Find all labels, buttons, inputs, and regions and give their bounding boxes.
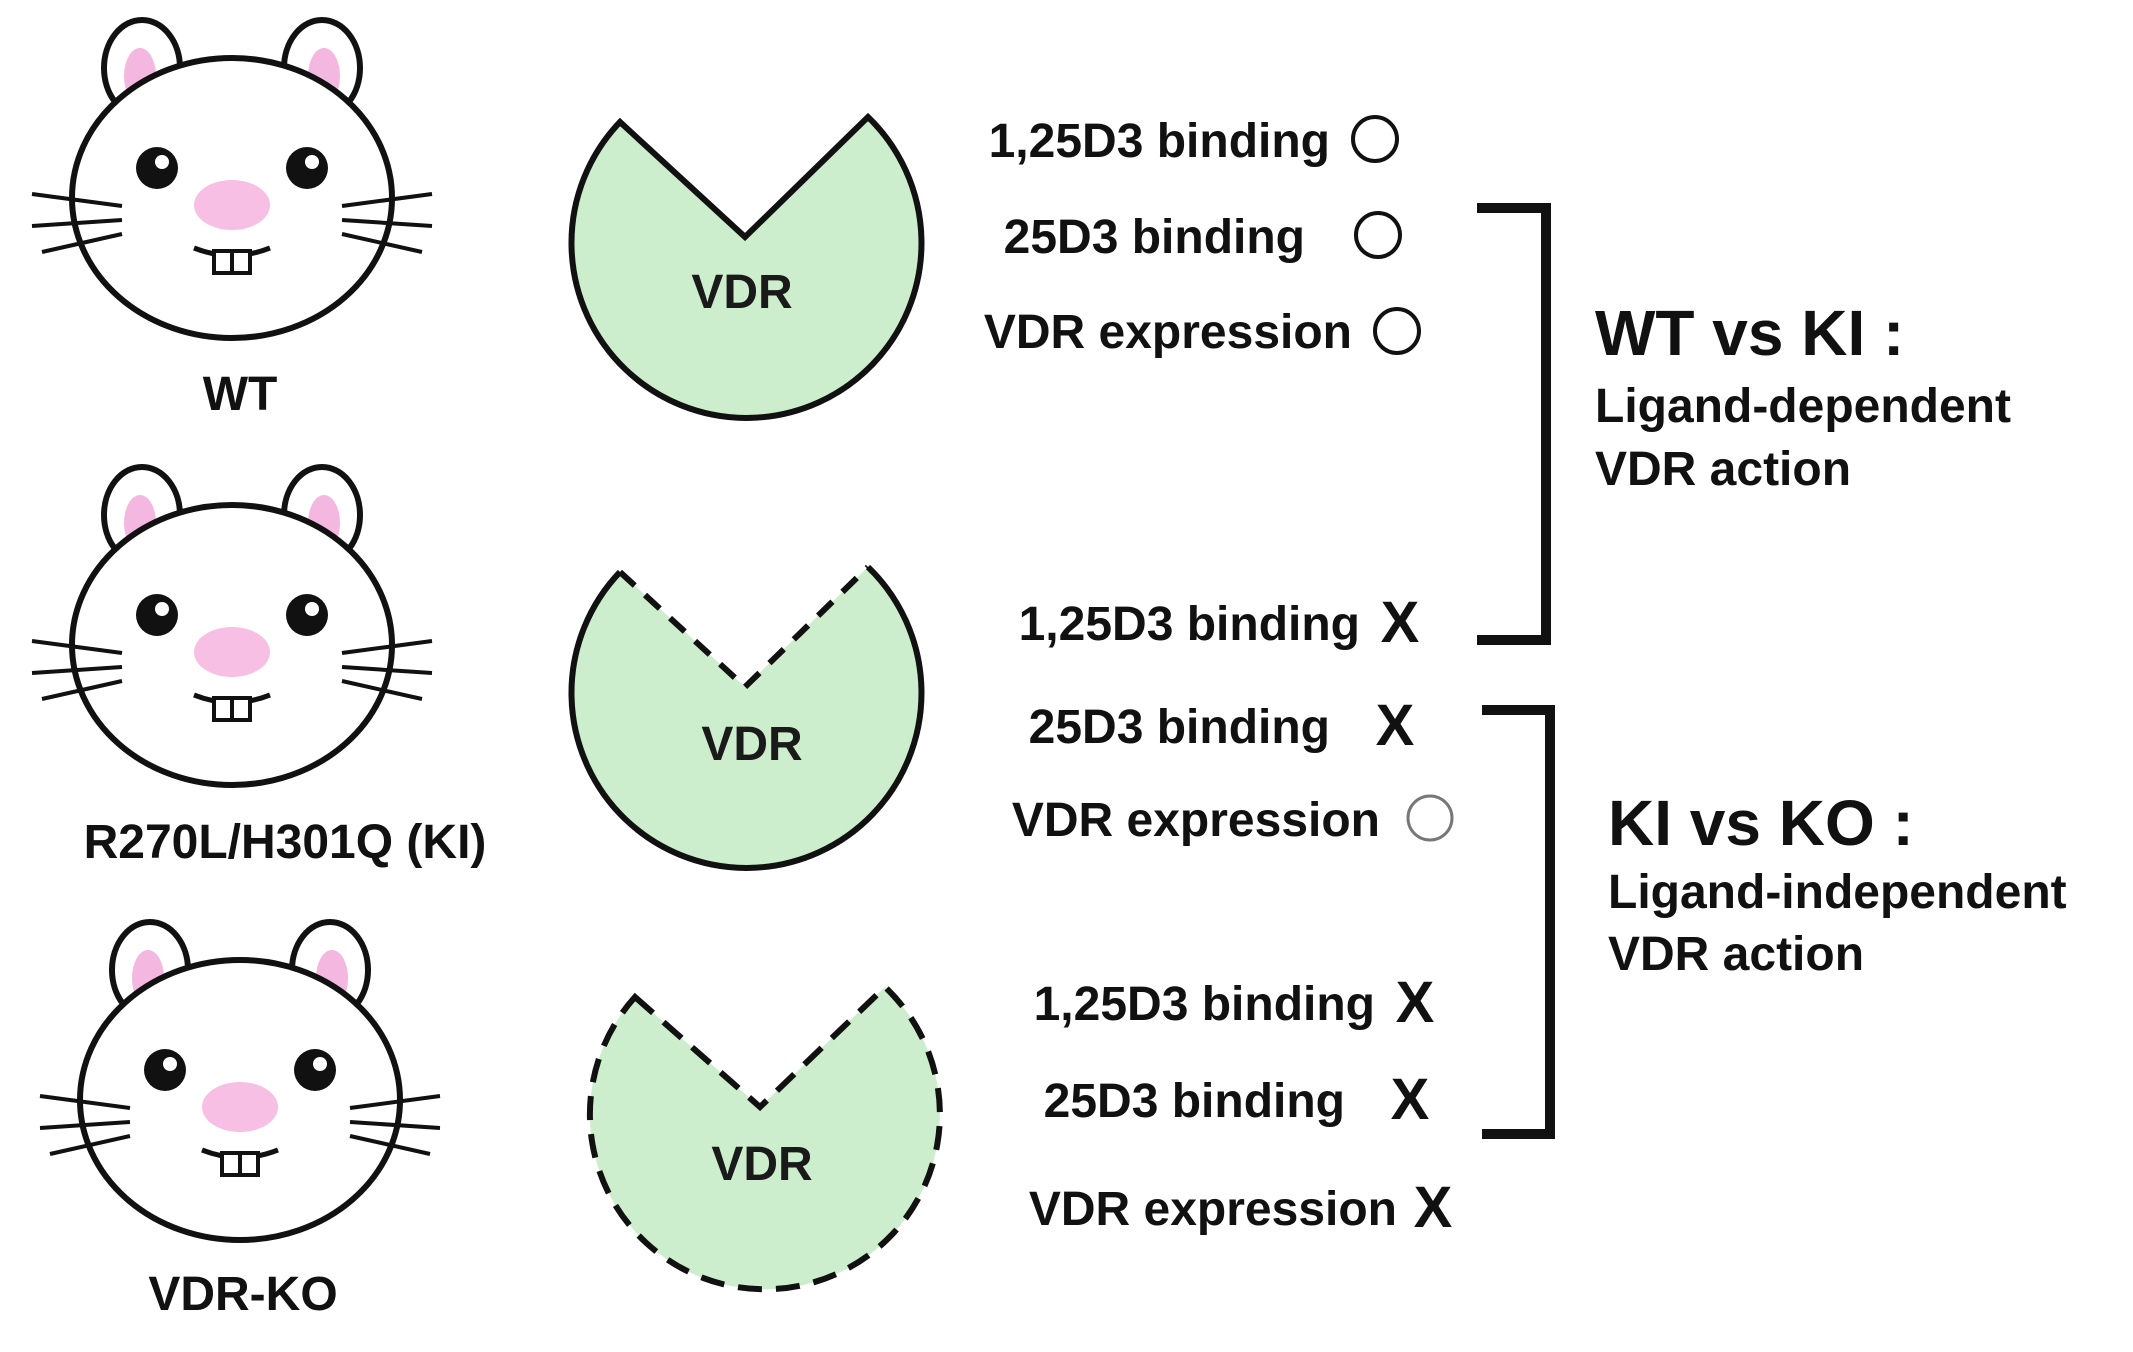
mouse-label-wt: WT bbox=[203, 368, 278, 421]
property-vdr-expression: VDR expression bbox=[1012, 794, 1380, 847]
cross-mark: X bbox=[1414, 1175, 1453, 1240]
properties-ki: 1,25D3 binding X 25D3 binding X VDR expr… bbox=[1012, 590, 1452, 847]
mouse-icon bbox=[40, 922, 440, 1240]
comparison-wt-vs-ki: WT vs KI : Ligand-dependent VDR action bbox=[1595, 297, 2011, 496]
comparison-line2: VDR action bbox=[1608, 928, 1864, 981]
vdr-receptor-ko: VDR bbox=[590, 987, 940, 1289]
property-125d3-binding: 1,25D3 binding bbox=[1019, 598, 1360, 651]
properties-ko: 1,25D3 binding X 25D3 binding X VDR expr… bbox=[1029, 970, 1453, 1240]
vdr-label: VDR bbox=[711, 1138, 812, 1191]
property-25d3-binding: 25D3 binding bbox=[1044, 1075, 1345, 1128]
mouse-wt: WT bbox=[32, 20, 432, 421]
property-vdr-expression: VDR expression bbox=[1029, 1183, 1397, 1236]
vdr-receptor-wt: VDR bbox=[571, 117, 921, 418]
check-circle-icon bbox=[1375, 309, 1419, 353]
comparison-line2: VDR action bbox=[1595, 443, 1851, 496]
comparison-title: KI vs KO : bbox=[1608, 787, 1914, 859]
comparison-line1: Ligand-independent bbox=[1608, 866, 2067, 919]
vdr-receptor-ki: VDR bbox=[571, 567, 921, 868]
vdr-label: VDR bbox=[701, 718, 802, 771]
property-125d3-binding: 1,25D3 binding bbox=[989, 115, 1330, 168]
check-circle-icon bbox=[1356, 213, 1400, 257]
comparison-line1: Ligand-dependent bbox=[1595, 380, 2011, 433]
properties-wt: 1,25D3 binding 25D3 binding VDR expressi… bbox=[984, 115, 1419, 359]
cross-mark: X bbox=[1381, 590, 1420, 655]
mouse-ki: R270L/H301Q (KI) bbox=[32, 467, 486, 869]
mouse-label-ko: VDR-KO bbox=[148, 1268, 337, 1321]
check-circle-icon bbox=[1353, 117, 1397, 161]
check-circle-icon bbox=[1408, 796, 1452, 840]
property-vdr-expression: VDR expression bbox=[984, 306, 1352, 359]
property-125d3-binding: 1,25D3 binding bbox=[1034, 978, 1375, 1031]
property-25d3-binding: 25D3 binding bbox=[1004, 211, 1305, 264]
mouse-icon bbox=[32, 20, 432, 338]
property-25d3-binding: 25D3 binding bbox=[1029, 701, 1330, 754]
mouse-icon bbox=[32, 467, 432, 785]
mouse-ko: VDR-KO bbox=[40, 922, 440, 1321]
vdr-label: VDR bbox=[691, 266, 792, 319]
cross-mark: X bbox=[1396, 970, 1435, 1035]
bracket-ki-vs-ko bbox=[1482, 710, 1550, 1134]
mouse-label-ki: R270L/H301Q (KI) bbox=[84, 816, 487, 869]
bracket-wt-vs-ki bbox=[1477, 208, 1546, 640]
cross-mark: X bbox=[1376, 693, 1415, 758]
comparison-ki-vs-ko: KI vs KO : Ligand-independent VDR action bbox=[1608, 787, 2067, 981]
cross-mark: X bbox=[1391, 1067, 1430, 1132]
comparison-title: WT vs KI : bbox=[1595, 297, 1904, 369]
